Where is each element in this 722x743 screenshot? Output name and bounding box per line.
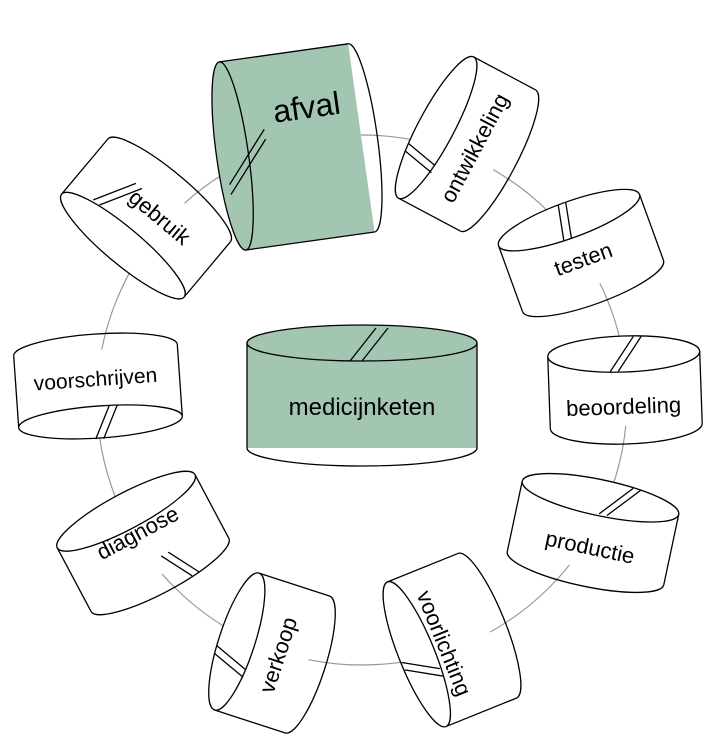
chain-link-diagnose: diagnose: [56, 470, 230, 616]
chain-link-beoordeling-left-edge: [547, 356, 551, 429]
chain-link-testen-right-edge: [638, 194, 665, 261]
chain-link-gebruik-right-edge: [183, 241, 231, 298]
chain-link-gebruik-bottom: [59, 191, 186, 300]
chain-link-voorlichting: voorlichting: [382, 552, 522, 728]
chain-link-voorschrijven-top-rim: [13, 332, 178, 356]
chain-link-ontwikkeling-body: [398, 56, 536, 232]
center-cylinder-bottom-rim: [246, 447, 478, 467]
chain-link-productie-seam-2: [606, 489, 642, 517]
chain-link-diagnose-seam-1: [160, 555, 193, 577]
chain-link-productie-bottom-rim: [506, 551, 665, 594]
chain-link-testen-seam-1: [557, 204, 565, 242]
center-cylinder-seam-2: [361, 327, 389, 362]
chain-link-verkoop-body: [214, 573, 330, 733]
center-label: medicijnketen: [289, 394, 436, 421]
chain-link-diagnose-left-edge: [56, 547, 92, 612]
chain-link-productie-right-edge: [663, 514, 680, 585]
chain-link-verkoop-right-edge: [258, 572, 330, 597]
chain-link-voorlichting-right-edge: [387, 552, 459, 583]
chain-link-diagnose-seam-2: [167, 551, 200, 573]
chain-link-afval: afval: [211, 43, 383, 251]
chain-link-afval-seam-1: [229, 128, 265, 186]
chain-link-productie-seam-1: [598, 487, 634, 515]
chain-link-productie: productie: [506, 472, 680, 594]
chain-link-beoordeling-seam-1: [609, 336, 634, 372]
chain-link-beoordeling: beoordeling: [547, 335, 703, 445]
chain-link-testen-left-edge: [497, 245, 524, 312]
chain-link-afval-right-rim: [348, 43, 383, 233]
chain-link-verkoop-seam-2: [216, 645, 246, 671]
chain-link-voorlichting-seam-1: [404, 669, 443, 677]
chain-link-verkoop-left-edge: [214, 709, 286, 734]
chain-link-gebruik-left-edge: [61, 138, 109, 195]
chain-link-verkoop: verkoop: [208, 572, 336, 734]
chain-link-voorlichting-body: [387, 553, 517, 727]
chain-link-testen: testen: [497, 188, 665, 318]
chain-link-ontwikkeling-seam-1: [404, 149, 432, 174]
chain-link-productie-top: [521, 472, 680, 523]
chain-link-gebruik-body: [61, 138, 231, 298]
chain-link-beoordeling-right-edge: [699, 351, 703, 424]
chain-link-voorschrijven-left-edge: [13, 355, 20, 428]
chain-link-beoordeling-seam-2: [617, 336, 642, 372]
chain-link-voorlichting-left-edge: [445, 697, 517, 728]
chain-link-ontwikkeling-right-edge: [473, 56, 536, 91]
chain-link-gebruik-seam-2: [99, 187, 143, 206]
chain-link-gebruik-top-rim: [107, 136, 233, 243]
chain-link-gebruik: gebruik: [59, 136, 233, 300]
chain-link-voorschrijven-seam-2: [103, 404, 118, 439]
chain-link-voorschrijven-bottom: [18, 404, 183, 440]
chain-link-diagnose-top: [56, 470, 197, 552]
chain-link-testen-seam-2: [565, 202, 573, 239]
chain-link-beoordeling-label: beoordeling: [566, 392, 682, 421]
chain-link-diagnose-body: [57, 474, 229, 612]
chain-link-voorlichting-top: [382, 580, 452, 728]
chain-link-afval-seam-2: [230, 138, 267, 195]
chain-link-verkoop-bottom-rim: [284, 595, 336, 734]
chain-link-beoordeling-top: [547, 335, 701, 373]
chain-link-afval-top-edge: [219, 43, 349, 63]
center-cylinder-top: [246, 324, 478, 362]
chain-link-voorlichting-seam-2: [401, 661, 440, 670]
chain-link-voorlichting-bottom-rim: [457, 552, 522, 699]
chain-link-verkoop-seam-1: [213, 652, 244, 678]
center-cylinder-seam-1: [349, 327, 377, 362]
chain-link-voorschrijven: voorschrijven: [13, 332, 183, 440]
chain-link-ontwikkeling-top: [394, 55, 478, 200]
chain-link-afval-body: [219, 43, 375, 251]
chain-link-ontwikkeling-left-edge: [398, 197, 461, 232]
chain-link-diagnose-right-edge: [194, 474, 230, 539]
chain-link-diagnose-bottom-rim: [90, 537, 230, 616]
chain-link-testen-body: [498, 194, 664, 312]
chain-link-ontwikkeling-bottom-rim: [460, 89, 540, 233]
chain-link-testen-bottom-rim: [521, 260, 665, 318]
chain-link-ontwikkeling-seam-2: [407, 142, 436, 167]
chain-link-voorschrijven-seam-1: [95, 405, 110, 440]
center-cylinder: medicijnketen: [246, 324, 478, 467]
chain-link-beoordeling-bottom-rim: [549, 423, 703, 445]
chain-link-ontwikkeling: ontwikkeling: [394, 55, 540, 233]
chain-link-afval-bottom-edge: [245, 231, 375, 251]
chain-link-gebruik-seam-1: [93, 182, 137, 201]
chain-link-verkoop-top: [208, 572, 266, 711]
chain-link-voorschrijven-right-edge: [176, 344, 183, 417]
chain-link-productie-left-edge: [506, 481, 523, 552]
